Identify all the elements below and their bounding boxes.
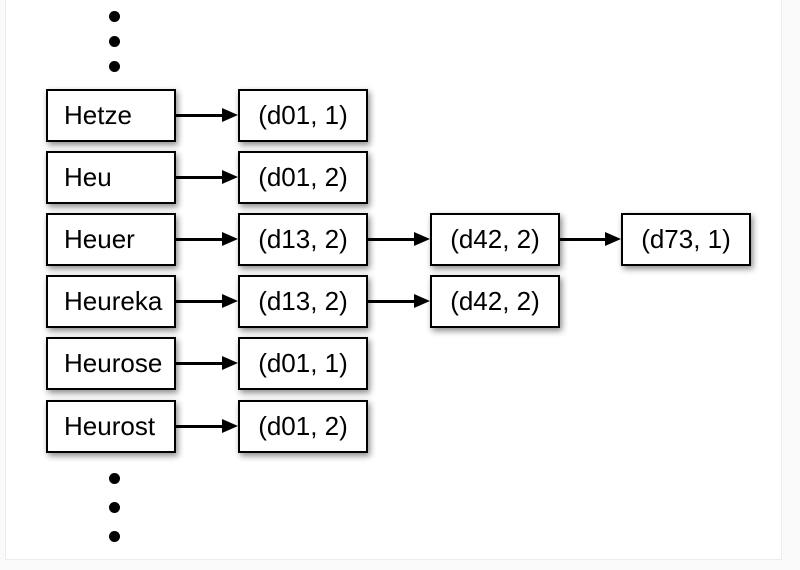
arrow-line bbox=[176, 114, 224, 117]
arrow-head-icon bbox=[222, 356, 238, 370]
term-box-heurost: Heurost bbox=[46, 400, 176, 453]
term-label: Heureka bbox=[64, 286, 163, 316]
arrow-head-icon bbox=[222, 108, 238, 122]
inverted-index-diagram: Hetze (d01, 1) Heu (d01, 2) Heuer (d13, 2) (d4… bbox=[6, 0, 781, 559]
arrow-line bbox=[176, 176, 224, 179]
arrow-head-icon bbox=[414, 294, 430, 308]
term-label: Heurose bbox=[64, 348, 163, 378]
term-box-heuer: Heuer bbox=[46, 213, 176, 266]
posting-box: (d73, 1) bbox=[621, 213, 751, 266]
arrow-head-icon bbox=[605, 232, 621, 246]
term-box-heurose: Heurose bbox=[46, 337, 176, 390]
posting-label: (d42, 2) bbox=[450, 224, 540, 254]
posting-box: (d01, 1) bbox=[238, 89, 368, 142]
posting-label: (d01, 1) bbox=[258, 100, 348, 130]
arrow-head-icon bbox=[414, 232, 430, 246]
arrow-head-icon bbox=[222, 170, 238, 184]
arrow-line bbox=[176, 300, 224, 303]
posting-box: (d42, 2) bbox=[430, 213, 560, 266]
posting-label: (d13, 2) bbox=[258, 286, 348, 316]
ellipsis-dot bbox=[108, 60, 120, 72]
arrow-line bbox=[368, 300, 416, 303]
term-label: Heuer bbox=[64, 224, 135, 254]
arrow-line bbox=[560, 238, 607, 241]
ellipsis-dot bbox=[108, 530, 120, 542]
term-box-heureka: Heureka bbox=[46, 275, 176, 328]
posting-label: (d13, 2) bbox=[258, 224, 348, 254]
posting-box: (d01, 2) bbox=[238, 151, 368, 204]
posting-box: (d13, 2) bbox=[238, 213, 368, 266]
posting-label: (d01, 2) bbox=[258, 411, 348, 441]
arrow-line bbox=[176, 238, 224, 241]
slide-canvas: Hetze (d01, 1) Heu (d01, 2) Heuer (d13, 2) (d4… bbox=[5, 0, 782, 560]
posting-box: (d42, 2) bbox=[430, 275, 560, 328]
ellipsis-dot bbox=[108, 10, 120, 22]
term-label: Heu bbox=[64, 162, 112, 192]
arrow-head-icon bbox=[222, 419, 238, 433]
posting-label: (d01, 1) bbox=[258, 348, 348, 378]
posting-label: (d73, 1) bbox=[641, 224, 731, 254]
term-label: Hetze bbox=[64, 100, 132, 130]
posting-label: (d01, 2) bbox=[258, 162, 348, 192]
posting-box: (d01, 1) bbox=[238, 337, 368, 390]
arrow-line bbox=[176, 362, 224, 365]
arrow-head-icon bbox=[222, 294, 238, 308]
arrow-line bbox=[176, 425, 224, 428]
ellipsis-dot bbox=[108, 35, 120, 47]
arrow-head-icon bbox=[222, 232, 238, 246]
posting-box: (d13, 2) bbox=[238, 275, 368, 328]
arrow-line bbox=[368, 238, 416, 241]
ellipsis-dot bbox=[108, 501, 120, 513]
posting-label: (d42, 2) bbox=[450, 286, 540, 316]
term-box-heu: Heu bbox=[46, 151, 176, 204]
term-label: Heurost bbox=[64, 411, 156, 441]
term-box-hetze: Hetze bbox=[46, 89, 176, 142]
posting-box: (d01, 2) bbox=[238, 400, 368, 453]
ellipsis-dot bbox=[108, 472, 120, 484]
